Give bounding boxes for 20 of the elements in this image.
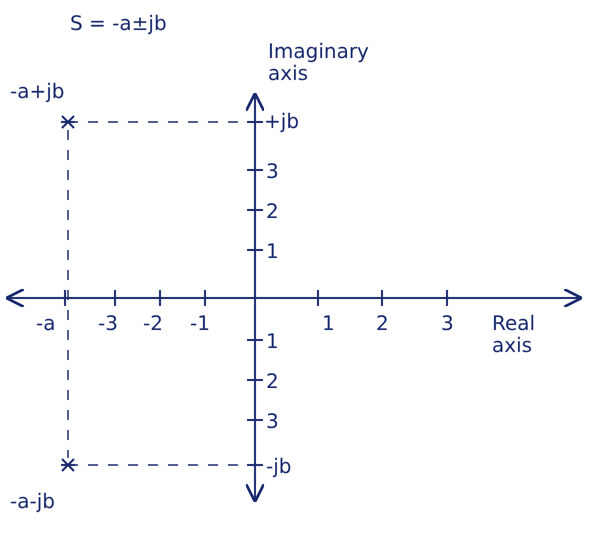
axis-title: Imaginary axis bbox=[268, 40, 370, 84]
tick-label: 2 bbox=[266, 200, 279, 222]
point-label: -a+jb bbox=[10, 80, 64, 102]
tick-label: -3 bbox=[98, 312, 118, 334]
tick-label: 1 bbox=[266, 330, 279, 352]
tick-label: 3 bbox=[266, 410, 279, 432]
axis-title: Real axis bbox=[492, 312, 536, 356]
tick-label: -a bbox=[36, 312, 56, 334]
tick-label: 1 bbox=[266, 240, 279, 262]
equation-title: S = -a±jb bbox=[70, 12, 167, 34]
tick-label: -2 bbox=[143, 312, 163, 334]
tick-label: 3 bbox=[266, 160, 279, 182]
point-label: +jb bbox=[264, 110, 300, 132]
tick-label: -1 bbox=[190, 312, 210, 334]
tick-label: 3 bbox=[441, 312, 454, 334]
tick-label: 1 bbox=[322, 312, 335, 334]
point-label: -jb bbox=[266, 455, 292, 477]
tick-label: 2 bbox=[376, 312, 389, 334]
tick-label: 2 bbox=[266, 370, 279, 392]
point-label: -a-jb bbox=[10, 490, 55, 512]
